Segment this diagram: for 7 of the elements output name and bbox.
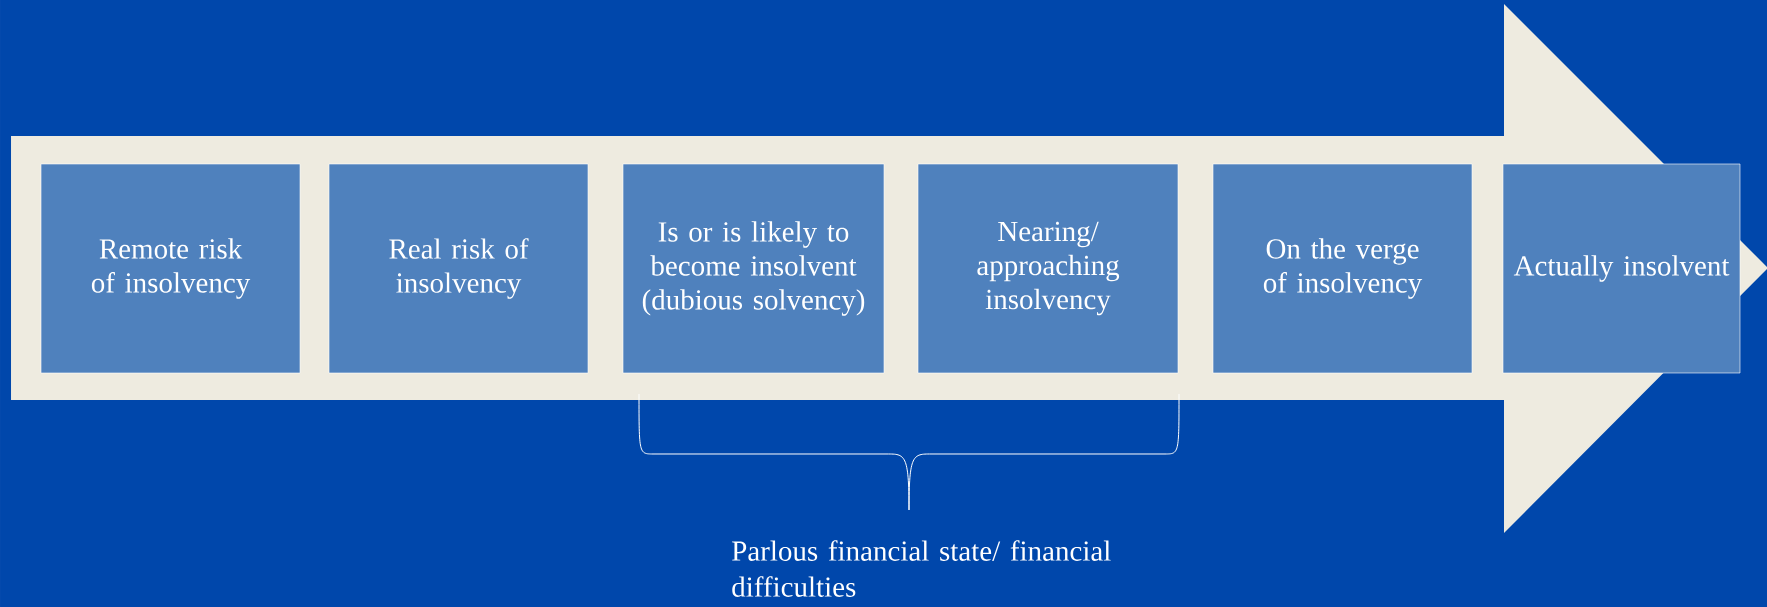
stage-box: Remote risk of insolvency [40,163,301,374]
brace-label: Parlous financial state/ financial difficulties [732,540,1111,597]
stage-box: Nearing/ approaching insolvency [917,163,1179,374]
stage-box: Actually insolvent [1502,163,1741,374]
stage-box: Is or is likely to become insolvent (dubious solvency) [622,163,885,374]
stage-box: Real risk of insolvency [328,163,589,374]
stage-box: On the verge of insolvency [1212,163,1473,374]
